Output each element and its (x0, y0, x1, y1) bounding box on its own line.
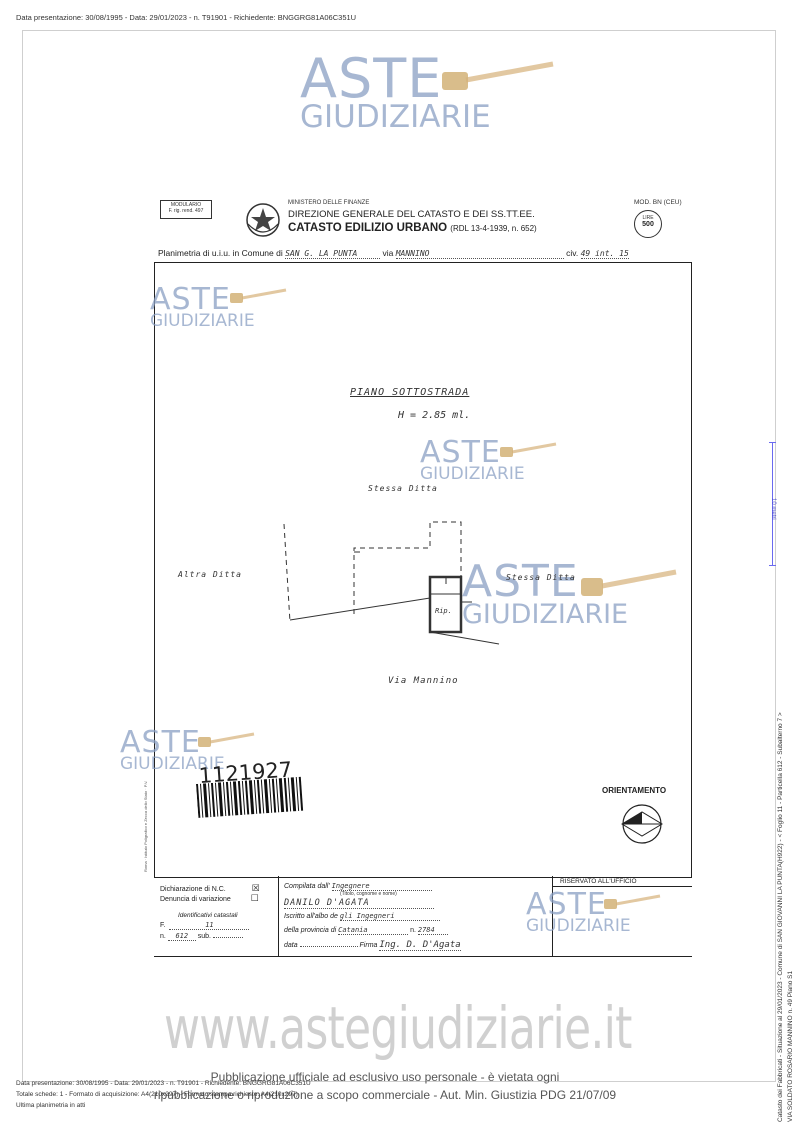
label-rip: Rip. (435, 607, 452, 615)
label-stessa-right: Stessa Ditta (506, 573, 576, 582)
lire-stamp: LIRE 500 (634, 210, 662, 238)
signature: Ing. D. D'Agata (379, 940, 461, 951)
denuncia-checkbox[interactable]: ☐ (250, 893, 259, 903)
riservato-label: RISERVATO ALL'UFFICIO (560, 878, 637, 885)
watermark-plan-2: ASTE GIUDIZIARIE (420, 435, 525, 484)
page-border (22, 30, 776, 1082)
gavel-icon (442, 61, 554, 90)
publication-notice-2: ripubblicazione o riproduzione a scopo c… (153, 1088, 617, 1102)
header-top: Data presentazione: 30/08/1995 - Data: 2… (16, 13, 357, 22)
side-text-2: VIA SOLDATO ROSARIO MANNINO n. 49 Piano … (787, 970, 794, 1122)
label-street: Via Mannino (388, 676, 459, 686)
scale-bar (772, 442, 773, 566)
watermark-plan-1: ASTE GIUDIZIARIE (150, 282, 255, 331)
compiler-name: DANILO D'AGATA (284, 898, 434, 909)
north-arrow-icon (621, 804, 663, 844)
plan-title: PIANO SOTTOSTRADA (350, 387, 470, 398)
plan-frame (154, 262, 692, 878)
publication-notice-1: Pubblicazione ufficiale ad esclusivo uso… (210, 1070, 560, 1084)
modulario-box: MODULARIO F. rig. rend. 497 (160, 200, 212, 219)
watermark-plan-3: ASTE GIUDIZIARIE (462, 556, 629, 630)
watermark-plan-4: ASTE GIUDIZIARIE (120, 725, 225, 774)
ministry: MINISTERO DELLE FINANZE (288, 200, 370, 206)
plan-height: H = 2.85 ml. (398, 410, 471, 421)
iscritto-row: Iscritto all'albo de gli Ingegneri (284, 912, 440, 921)
watermark-top: ASTE GIUDIZIARIE (300, 47, 491, 135)
titolo-hint: (Titolo, cognome e nome) (340, 891, 397, 897)
label-altra: Altra Ditta (178, 570, 242, 579)
form-section-left (154, 876, 279, 956)
scale-bar-label: 10 metri (770, 498, 776, 520)
gavel-icon (581, 569, 677, 596)
provincia-row: della provincia di Catania n. 2784 (284, 926, 448, 935)
emblem-icon (246, 203, 280, 237)
gavel-icon (604, 894, 661, 909)
orientamento-label: ORIENTAMENTO (602, 786, 667, 795)
website-watermark: www.astegiudiziarie.it (164, 994, 632, 1062)
denuncia-row: Denuncia di variazione ☐ (160, 893, 259, 903)
side-text: Catasto dei Fabbricati - Situazione al 2… (777, 712, 784, 1122)
footer-line-2: Totale schede: 1 - Formato di acquisizio… (16, 1091, 298, 1098)
compilata-row: Compilata dall' Ingegnere (284, 882, 432, 891)
dichiarazione-row: Dichiarazione di N.C. ☒ (160, 883, 260, 893)
footer-line-1: Data presentazione: 30/08/1995 - Data: 2… (16, 1080, 311, 1087)
watermark-form: ASTE GIUDIZIARIE (526, 887, 631, 936)
barcode-icon (196, 776, 304, 818)
label-stessa-top: Stessa Ditta (368, 484, 438, 493)
direction: DIREZIONE GENERALE DEL CATASTO E DEI SS.… (288, 209, 535, 220)
particella-row: n. 612 sub. (160, 932, 243, 941)
gavel-icon (500, 442, 557, 457)
floor-plan-drawing (283, 521, 500, 645)
printer-note: Roma · Istituto Poligrafico e Zecca dell… (143, 780, 148, 872)
gavel-icon (230, 288, 287, 303)
planimetria-line: Planimetria di u.i.u. in Comune di SAN G… (158, 248, 629, 259)
dichiarazione-checkbox[interactable]: ☒ (251, 883, 260, 893)
mod-label: MOD. BN (CEU) (634, 199, 682, 206)
cadastre-title: CATASTO EDILIZIO URBANO (RDL 13-4-1939, … (288, 222, 537, 234)
gavel-icon (198, 732, 255, 747)
firma-row: data Firma Ing. D. D'Agata (284, 940, 461, 951)
foglio-row: F. 11 (160, 921, 250, 930)
identificativi-label: Identificativi catastali (178, 912, 238, 919)
form-section-middle (278, 876, 553, 956)
footer-line-3: Ultima planimetria in atti (16, 1102, 86, 1109)
